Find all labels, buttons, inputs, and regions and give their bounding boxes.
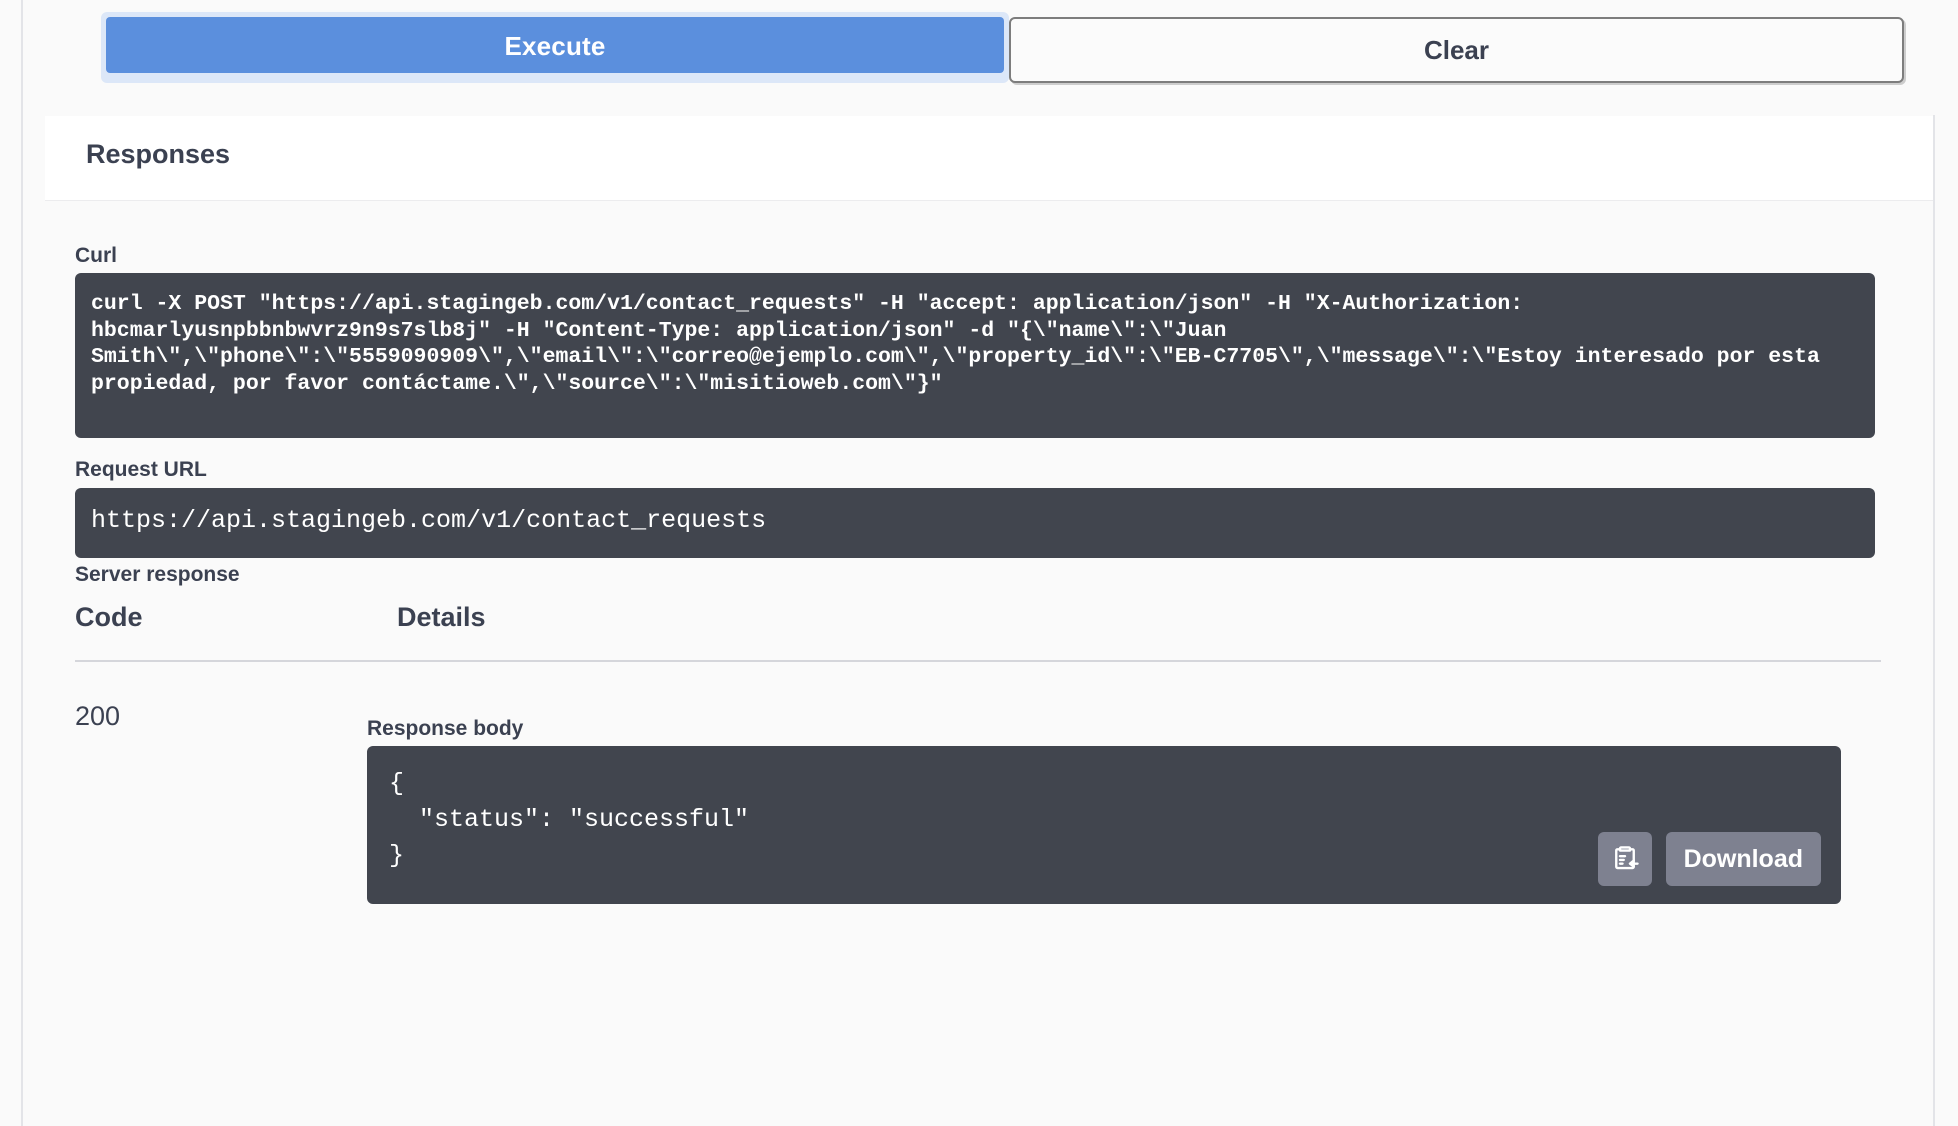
clear-button[interactable]: Clear xyxy=(1009,17,1904,83)
request-url-label: Request URL xyxy=(75,458,207,481)
response-body-text: { "status": "successful" } xyxy=(389,769,750,870)
responses-header-band: Responses xyxy=(45,116,1933,201)
table-header-divider xyxy=(75,660,1881,662)
response-body-label: Response body xyxy=(367,717,524,740)
responses-body: Curl curl -X POST "https://api.stagingeb… xyxy=(45,201,1933,1126)
responses-title: Responses xyxy=(86,139,231,169)
column-header-details: Details xyxy=(397,602,486,632)
execute-button[interactable]: Execute xyxy=(106,17,1004,73)
panel-frame: Execute Clear Responses Curl curl -X POS… xyxy=(21,0,1941,1126)
copy-to-clipboard-icon xyxy=(1610,843,1640,876)
response-body-block[interactable]: { "status": "successful" } xyxy=(367,746,1841,904)
server-response-label: Server response xyxy=(75,563,240,586)
copy-to-clipboard-button[interactable] xyxy=(1597,832,1652,886)
request-url-block[interactable]: https://api.stagingeb.com/v1/contact_req… xyxy=(75,488,1875,558)
request-url-text: https://api.stagingeb.com/v1/contact_req… xyxy=(91,506,767,535)
execute-button-container: Execute xyxy=(101,12,1009,83)
curl-label: Curl xyxy=(75,244,117,267)
column-header-code: Code xyxy=(75,602,143,632)
curl-code-block[interactable]: curl -X POST "https://api.stagingeb.com/… xyxy=(75,273,1875,438)
response-status-code: 200 xyxy=(75,701,121,731)
action-button-row: Execute Clear xyxy=(79,0,1941,115)
response-body-actions: Download xyxy=(1597,832,1821,886)
download-button[interactable]: Download xyxy=(1665,832,1821,886)
curl-command-text: curl -X POST "https://api.stagingeb.com/… xyxy=(91,292,1833,396)
